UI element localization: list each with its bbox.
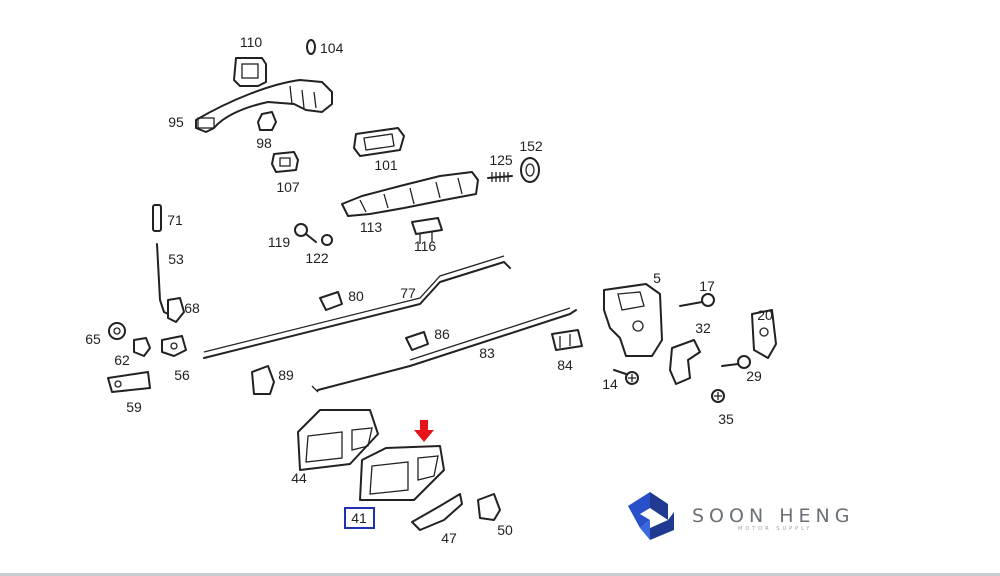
- part-65-drawing: [108, 322, 126, 340]
- label-53: 53: [168, 251, 184, 267]
- label-113: 113: [360, 219, 383, 235]
- label-95: 95: [168, 114, 184, 130]
- label-98: 98: [256, 135, 272, 151]
- label-17: 17: [699, 278, 715, 294]
- label-110: 110: [240, 34, 263, 50]
- label-20: 20: [757, 307, 773, 323]
- part-80-drawing: [319, 291, 343, 311]
- part-77-rod: [203, 255, 511, 359]
- part-44-trim: [297, 409, 379, 471]
- part-59-drawing: [107, 371, 151, 393]
- part-71-drawing: [152, 204, 162, 232]
- part-62-drawing: [133, 337, 151, 357]
- label-107: 107: [276, 179, 300, 195]
- part-122-screw: [321, 234, 333, 246]
- label-101: 101: [374, 157, 398, 173]
- label-50: 50: [497, 522, 513, 538]
- label-80: 80: [348, 288, 364, 304]
- label-56: 56: [174, 367, 190, 383]
- part-98-drawing: [257, 111, 277, 131]
- label-14: 14: [602, 376, 618, 392]
- bottom-divider: [0, 573, 1000, 576]
- part-35-screw: [711, 389, 725, 403]
- part-110-drawing: [233, 57, 267, 87]
- label-32: 32: [695, 320, 711, 336]
- brand-name: SOON HENG: [692, 505, 854, 527]
- label-119: 119: [268, 234, 291, 250]
- part-50-drawing: [477, 493, 501, 521]
- label-59: 59: [126, 399, 142, 415]
- part-125-spring: [487, 172, 513, 182]
- label-83: 83: [479, 345, 495, 361]
- label-41: 41: [351, 510, 367, 526]
- part-107-drawing: [271, 151, 299, 173]
- part-89-drawing: [251, 365, 275, 395]
- part-20-bracket: [751, 309, 777, 359]
- part-116-drawing: [411, 217, 443, 244]
- brand-tagline: MOTOR SUPPLY: [738, 526, 812, 532]
- label-104: 104: [320, 40, 344, 56]
- part-56-drawing: [161, 335, 187, 357]
- label-125: 125: [489, 152, 513, 168]
- label-152: 152: [519, 138, 543, 154]
- label-35: 35: [718, 411, 734, 427]
- red-arrow-icon: [414, 420, 434, 442]
- part-95-outer-handle: [195, 79, 333, 133]
- part-17-screw: [679, 293, 715, 307]
- label-71: 71: [167, 212, 183, 228]
- part-84-drawing: [551, 329, 583, 351]
- highlight-box-41: [344, 507, 375, 529]
- soon-heng-logo-icon: [628, 492, 674, 540]
- label-77: 77: [400, 285, 416, 301]
- label-5: 5: [653, 270, 661, 286]
- label-44: 44: [291, 470, 307, 486]
- label-62: 62: [114, 352, 130, 368]
- label-86: 86: [434, 326, 450, 342]
- label-47: 47: [441, 530, 457, 546]
- part-104-drawing: [306, 39, 316, 55]
- part-32-bracket: [669, 339, 701, 385]
- part-86-drawing: [405, 331, 429, 351]
- part-152-drawing: [520, 157, 540, 183]
- part-68-drawing: [167, 297, 185, 323]
- part-5-lock: [603, 283, 663, 357]
- label-116: 116: [414, 238, 437, 254]
- label-65: 65: [85, 331, 101, 347]
- label-89: 89: [278, 367, 294, 383]
- label-68: 68: [184, 300, 200, 316]
- label-122: 122: [305, 250, 329, 266]
- part-14-screw: [613, 369, 639, 385]
- label-29: 29: [746, 368, 762, 384]
- part-101-drawing: [353, 127, 405, 157]
- part-113-handle-bracket: [341, 171, 479, 217]
- part-41-trim: [359, 445, 445, 501]
- part-29-screw: [721, 355, 751, 369]
- part-119-screw: [294, 223, 317, 243]
- label-84: 84: [557, 357, 573, 373]
- part-47-drawing: [411, 493, 463, 531]
- part-83-rod: [311, 307, 577, 393]
